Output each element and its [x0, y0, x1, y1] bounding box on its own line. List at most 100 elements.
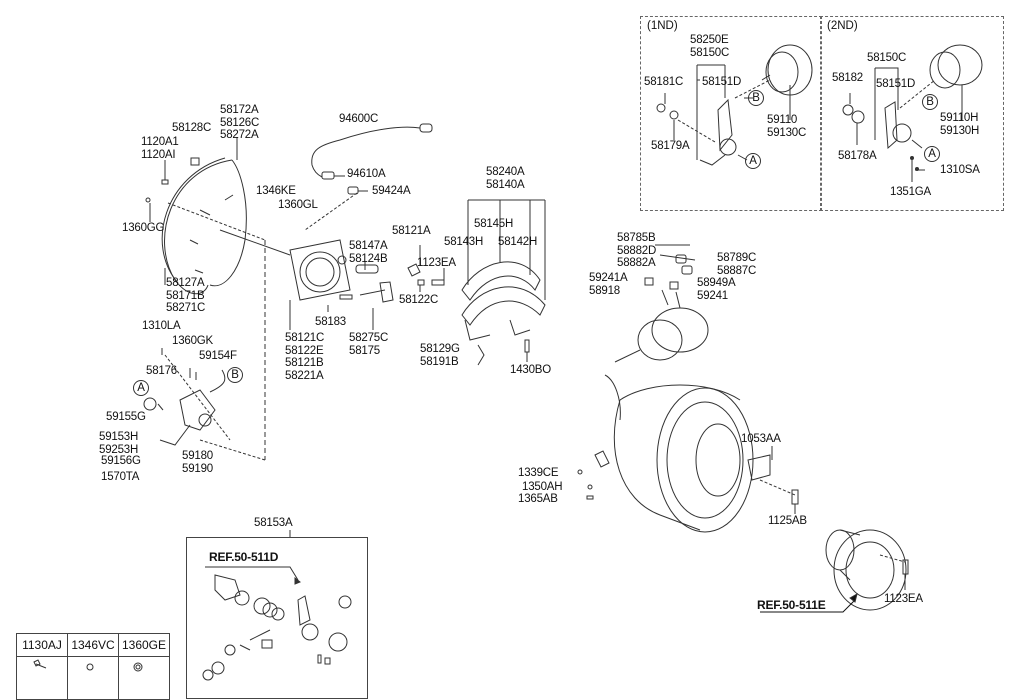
part-label[interactable]: 1360GL	[278, 199, 318, 211]
part-label[interactable]: 59180 59190	[182, 450, 213, 475]
part-label[interactable]: 59154F	[199, 350, 237, 362]
table-header[interactable]: 1346VC	[67, 633, 119, 657]
part-label[interactable]: 58129G 58191B	[420, 343, 460, 368]
part-label[interactable]: 58240A 58140A	[486, 166, 525, 191]
part-label[interactable]: 59424A	[372, 185, 411, 197]
table-header[interactable]: 1360GE	[118, 633, 170, 657]
part-label[interactable]: 1310LA	[142, 320, 181, 332]
fitting-shape	[669, 281, 679, 290]
part-label[interactable]: 59156G	[101, 455, 141, 467]
panel-2nd-art	[842, 44, 983, 182]
part-label[interactable]: 1430BO	[510, 364, 551, 376]
part-label[interactable]: 58182	[832, 72, 863, 84]
part-label[interactable]: 94610A	[347, 168, 386, 180]
part-label[interactable]: 58122C	[399, 294, 439, 306]
table-header[interactable]: 1130AJ	[16, 633, 68, 657]
pin-shape	[355, 264, 379, 274]
part-label[interactable]: 59241A 58918	[589, 272, 628, 297]
part-label[interactable]: 58151D	[876, 78, 916, 90]
part-label[interactable]: 1346KE	[256, 185, 296, 197]
fitting-shape	[675, 254, 687, 264]
sensor-connector	[419, 123, 433, 133]
part-label[interactable]: 1123EA	[417, 257, 456, 269]
bolt-shape	[791, 489, 799, 505]
bolt-shape	[339, 294, 353, 300]
part-label[interactable]: 58181C	[644, 76, 684, 88]
marker-b: B	[748, 90, 764, 106]
dust-shield	[161, 157, 247, 295]
part-label[interactable]: 58121C 58122E 58121B 58221A	[285, 332, 325, 382]
part-label[interactable]: 1120A1 1120AI	[141, 136, 179, 161]
part-label[interactable]: 58143H	[444, 236, 484, 248]
part-label[interactable]: 59155G	[106, 411, 146, 423]
marker-b: B	[227, 367, 243, 383]
part-label[interactable]: 58153A	[254, 517, 293, 529]
part-label[interactable]: 1125AB	[768, 515, 807, 527]
spring-shape	[477, 344, 485, 366]
part-label[interactable]: 58145H	[474, 218, 514, 230]
seal-ring	[143, 397, 157, 411]
part-label[interactable]: 58949A 59241	[697, 277, 736, 302]
marker-b: B	[922, 94, 938, 110]
part-label[interactable]: 58127A 58171B 58271C	[166, 277, 206, 314]
sensor-head	[321, 171, 335, 180]
part-label[interactable]: 1360GG	[122, 222, 165, 234]
part-label[interactable]: 58789C 58887C	[717, 252, 757, 277]
part-label[interactable]: 94600C	[339, 113, 379, 125]
bolt-shape	[524, 339, 530, 353]
bolt-icon	[16, 656, 68, 700]
part-label[interactable]: 1351GA	[890, 186, 931, 198]
slack-adjuster	[159, 369, 226, 446]
bracket-shape	[407, 263, 421, 277]
part-label[interactable]: 58183	[315, 316, 346, 328]
part-label[interactable]: 59153H 59253H	[99, 431, 139, 456]
wheel-hub	[825, 529, 907, 611]
sensor-cable	[339, 126, 421, 141]
bracket-shape	[747, 454, 771, 481]
part-label[interactable]: 1365AB	[518, 493, 558, 505]
clip-shape	[190, 157, 200, 166]
nut-icon	[67, 656, 119, 700]
fitting-shape	[644, 277, 654, 286]
part-label[interactable]: 58150C	[867, 52, 907, 64]
washer-icon	[118, 656, 170, 700]
brake-drum	[604, 374, 754, 533]
part-label[interactable]: 1053AA	[741, 433, 781, 445]
leader-line	[167, 202, 266, 241]
part-label[interactable]: 58785B 58882D 58882A	[617, 232, 657, 269]
kit-box-58153A	[186, 537, 368, 699]
part-label[interactable]: 1570TA	[101, 471, 140, 483]
part-label[interactable]: 1339CE	[518, 467, 559, 479]
part-label[interactable]: 58172A 58126C 58272A	[220, 104, 260, 141]
slack-adjuster-kit	[202, 574, 352, 681]
part-label[interactable]: 1123EA	[884, 593, 923, 605]
panel-2nd	[820, 16, 1004, 211]
ref-link-511e[interactable]: REF.50-511E	[757, 598, 826, 612]
ref-link-511d[interactable]: REF.50-511D	[209, 550, 279, 564]
part-label[interactable]: 1350AH	[522, 481, 563, 493]
clip-shape	[417, 279, 425, 286]
bracket-shape	[594, 450, 610, 468]
part-label[interactable]: 58179A	[651, 140, 690, 152]
part-label[interactable]: 59110 59130C	[767, 114, 807, 139]
part-label[interactable]: 58121A	[392, 225, 431, 237]
panel-1nd-art	[656, 44, 813, 166]
marker-a: A	[745, 153, 761, 169]
part-label[interactable]: 59110H 59130H	[940, 112, 980, 137]
panel-1nd	[640, 16, 822, 211]
part-label[interactable]: 58128C	[172, 122, 212, 134]
brake-spider	[289, 239, 351, 301]
part-label[interactable]: 58147A 58124B	[349, 240, 388, 265]
part-label[interactable]: 58142H	[498, 236, 538, 248]
part-label[interactable]: 1310SA	[940, 164, 980, 176]
part-label[interactable]: 58275C 58175	[349, 332, 389, 357]
part-label[interactable]: 58151D	[702, 76, 742, 88]
part-label[interactable]: 58176	[146, 365, 177, 377]
bolt-shape	[161, 179, 169, 185]
panel-1nd-title: (1ND)	[647, 20, 678, 32]
part-label[interactable]: 58250E 58150C	[690, 34, 730, 59]
ref-leader	[760, 599, 856, 613]
part-label[interactable]: 1360GK	[172, 335, 213, 347]
part-label[interactable]: 58178A	[838, 150, 877, 162]
